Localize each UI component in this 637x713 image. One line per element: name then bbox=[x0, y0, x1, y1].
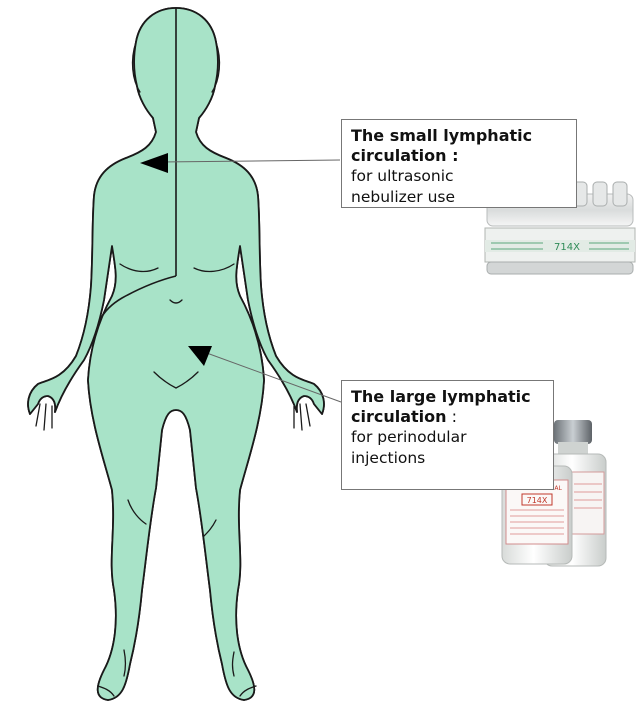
callout-small-circulation: The small lymphatic circulation : for ul… bbox=[341, 119, 577, 208]
small-desc-line2: nebulizer use bbox=[351, 187, 568, 208]
large-title-line2-bold: circulation bbox=[351, 407, 447, 426]
callout-large-circulation: The large lymphatic circulation : for pe… bbox=[341, 380, 554, 490]
large-title-line1: The large lymphatic bbox=[351, 387, 545, 407]
large-title-line2: circulation : bbox=[351, 407, 545, 427]
large-desc-line2: injections bbox=[351, 448, 545, 469]
large-desc-line1: for perinodular bbox=[351, 427, 545, 448]
small-title-line2: circulation : bbox=[351, 146, 568, 166]
small-title-line1: The small lymphatic bbox=[351, 126, 568, 146]
small-desc-line1: for ultrasonic bbox=[351, 166, 568, 187]
ampoule-label: 714X bbox=[554, 242, 580, 253]
vial-label-code: 714X bbox=[527, 496, 548, 505]
large-title-line2-rest: : bbox=[447, 407, 457, 426]
